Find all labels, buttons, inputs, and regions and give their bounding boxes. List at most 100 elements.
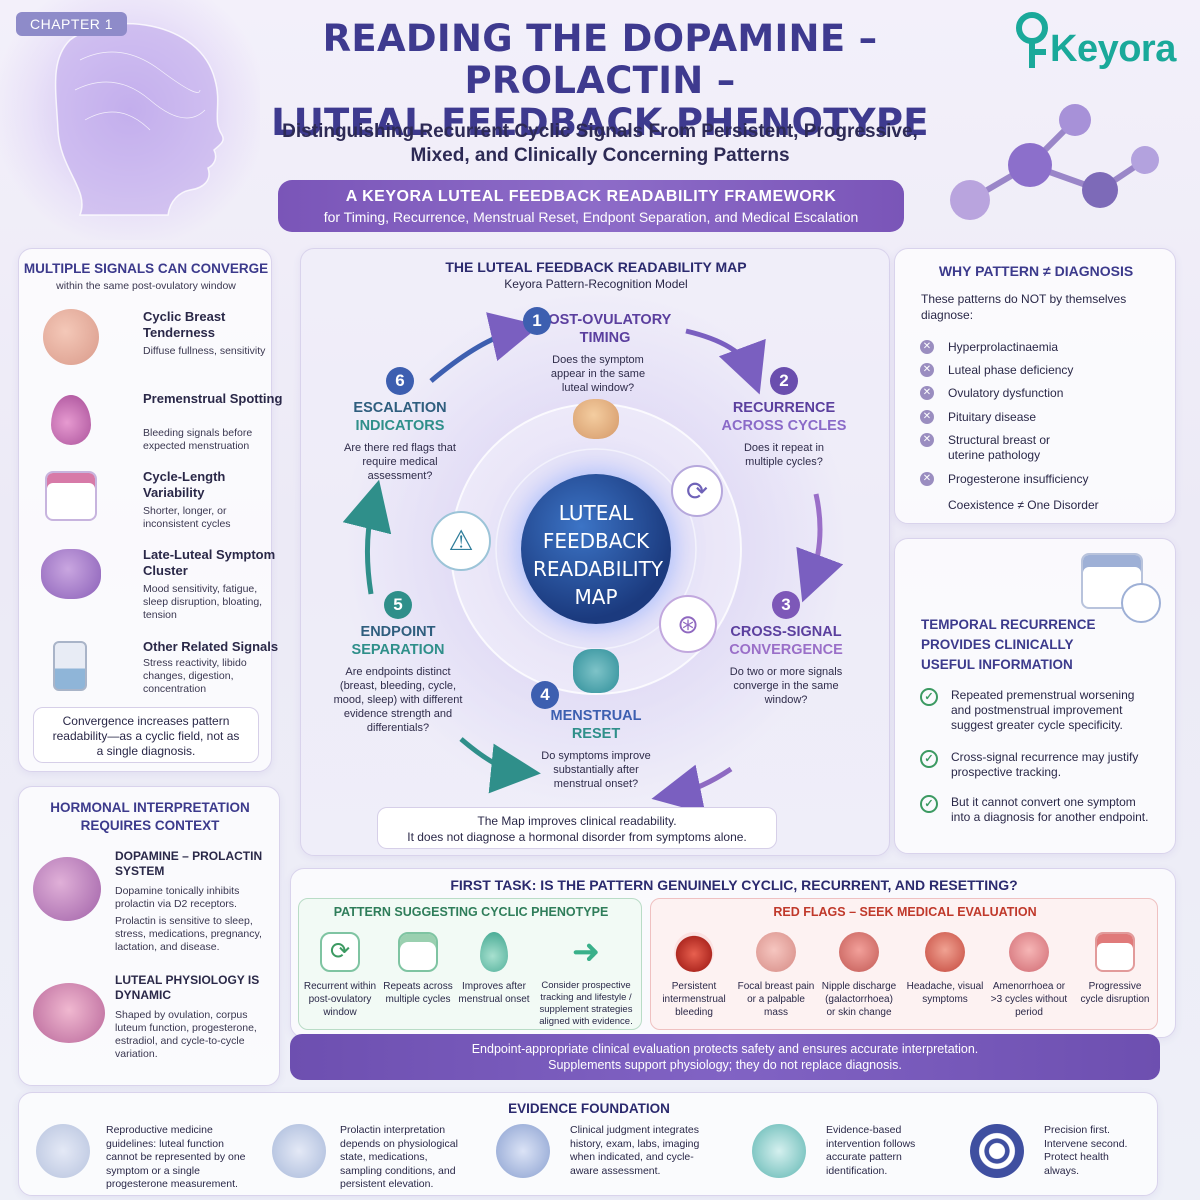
people-icon [496,1124,550,1178]
temporal-item-text: Repeated premenstrual worsening and post… [951,688,1135,732]
red-flag-text: Persistent intermenstrual bleeding [662,981,726,1018]
node-question: Do two or more signals converge in the s… [729,666,843,706]
readability-map-panel: THE LUTEAL FEEDBACK READABILITY MAP Keyo… [300,248,890,856]
map-footer-line-2: It does not diagnose a hormonal disorder… [407,830,747,844]
check-icon: ✓ [920,750,938,768]
node-number: 5 [384,591,412,619]
brain-head-illustration [0,0,260,240]
red-flag-text: Nipple discharge (galactorrhoea) or skin… [821,981,897,1018]
map-title: THE LUTEAL FEEDBACK READABILITY MAP [445,259,747,275]
signal-name: Late-Luteal Symptom Cluster [143,547,276,578]
banner-title: A KEYORA LUTEAL FEEDBACK READABILITY FRA… [345,188,837,205]
first-task-title: FIRST TASK: IS THE PATTERN GENUINELY CYC… [450,877,1018,893]
x-icon: ✕ [920,472,934,486]
cyclic-item: ➜Consider prospective tracking and lifes… [536,932,636,1028]
warning-icon: ⚠ [431,511,491,571]
red-flag-item: Nipple discharge (galactorrhoea) or skin… [820,932,898,1019]
signal-item: Cyclic Breast Tenderness Diffuse fullnes… [33,309,273,379]
why-item-text: Pituitary disease [948,410,1037,424]
node-title-line-2: SEPARATION [351,642,445,658]
x-icon: ✕ [920,340,934,354]
hormonal-title-line-2: REQUIRES CONTEXT [80,818,220,833]
temporal-item-text: But it cannot convert one symptom into a… [951,795,1149,824]
clipboard-icon [36,1124,90,1178]
red-flags-box: RED FLAGS – SEEK MEDICAL EVALUATION [650,898,1158,1030]
node-title-line-2: TIMING [579,330,631,346]
breast-icon [43,309,99,365]
center-map-label: LUTEAL FEEDBACK READABILITY MAP [533,501,664,609]
center-map-badge [521,474,671,624]
signal-name: Cyclic Breast Tenderness [143,309,226,340]
node-title-line-1: ESCALATION [353,400,447,416]
node-title: ENDPOINT SEPARATION [323,623,473,659]
red-flag-item: Headache, visual symptoms [906,932,984,1006]
safety-banner: Endpoint-appropriate clinical evaluation… [290,1034,1160,1080]
why-item-text: Luteal phase deficiency [948,363,1074,377]
breast-icon [756,932,796,972]
overlap-circles-icon: ⊛ [659,595,717,653]
why-title: WHY PATTERN ≠ DIAGNOSIS [938,263,1134,279]
framework-banner: A KEYORA LUTEAL FEEDBACK READABILITY FRA… [278,180,904,232]
signal-desc: Bleeding signals before expected menstru… [143,427,253,452]
shield-check-icon [752,1124,806,1178]
refresh-icon: ⟳ [320,932,360,972]
keyora-logo: Keyora [1010,8,1190,78]
node-number: 4 [531,681,559,709]
red-flag-item: Amenorrhoea or >3 cycles without period [990,932,1068,1019]
why-item-text: Structural breast or uterine pathology [948,433,1051,462]
red-flag-text: Headache, visual symptoms [906,981,984,1005]
node-title-line-2: ACROSS CYCLES [721,418,847,434]
brain-icon [573,399,619,439]
signals-subtitle: within the same post-ovulatory window [56,280,236,292]
droplet-icon [480,932,508,972]
cyclic-item-text: Recurrent within post-ovulatory window [303,981,377,1018]
target-icon [970,1124,1024,1178]
uterus-icon [33,983,105,1043]
why-panel: WHY PATTERN ≠ DIAGNOSIS These patterns d… [894,248,1176,524]
banner-subtitle: for Timing, Recurrence, Menstrual Reset,… [323,209,859,225]
safety-line-2: Supplements support physiology; they do … [548,1058,902,1072]
evidence-item: Reproductive medicine guidelines: luteal… [106,1124,246,1190]
convergence-note: Convergence increases pattern readabilit… [33,707,259,763]
signal-item: Cycle-Length Variability Shorter, longer… [33,469,273,539]
node-question: Does it repeat in multiple cycles? [743,442,825,468]
arrow-right-icon: ➜ [571,933,601,971]
why-note: Coexistence ≠ One Disorder [948,498,1099,512]
cyclic-item: Repeats across multiple cycles [380,932,456,1006]
node-number: 1 [523,307,551,335]
calendar-icon [45,471,97,521]
hormonal-title-line-1: HORMONAL INTERPRETATION [50,800,250,815]
signal-name: Cycle-Length Variability [143,469,226,500]
brain-icon [41,549,101,599]
subtitle-line-2: Mixed, and Clinically Concerning Pattern… [410,145,790,166]
cyclic-item-text: Improves after menstrual onset [458,981,530,1005]
map-subtitle: Keyora Pattern-Recognition Model [504,277,688,291]
signals-title: MULTIPLE SIGNALS CAN CONVERGE [23,261,269,276]
red-flag-text: Amenorrhoea or >3 cycles without period [990,981,1068,1018]
x-icon: ✕ [920,363,934,377]
dopamine-text-1: Dopamine tonically inhibits prolactin vi… [115,885,240,910]
signal-desc: Mood sensitivity, fatigue, sleep disrupt… [143,583,263,621]
signals-panel: MULTIPLE SIGNALS CAN CONVERGE within the… [18,248,282,772]
chapter-badge: CHAPTER 1 [16,12,128,36]
uterus-icon [1009,932,1049,972]
signal-desc: Shorter, longer, or inconsistent cycles [143,505,231,530]
node-title-line-1: CROSS-SIGNAL [730,624,842,640]
signal-desc: Diffuse fullness, sensitivity [143,345,266,357]
droplet-icon [51,395,91,445]
signal-item: Other Related Signals Stress reactivity,… [33,639,278,709]
red-flag-item: Persistent intermenstrual bleeding [655,932,733,1019]
temporal-panel: TEMPORAL RECURRENCE PROVIDES CLINICALLY … [894,538,1176,854]
map-footer-line-1: The Map improves clinical readability. [477,814,677,828]
nipple-discharge-icon [839,932,879,972]
node-title-line-1: ENDPOINT [360,624,436,640]
node-question: Are endpoints distinct (breast, bleeding… [333,666,463,734]
page-title: READING THE DOPAMINE – PROLACTIN – LUTEA… [210,18,990,144]
dopamine-text-2: Prolactin is sensitive to sleep, stress,… [115,915,262,953]
